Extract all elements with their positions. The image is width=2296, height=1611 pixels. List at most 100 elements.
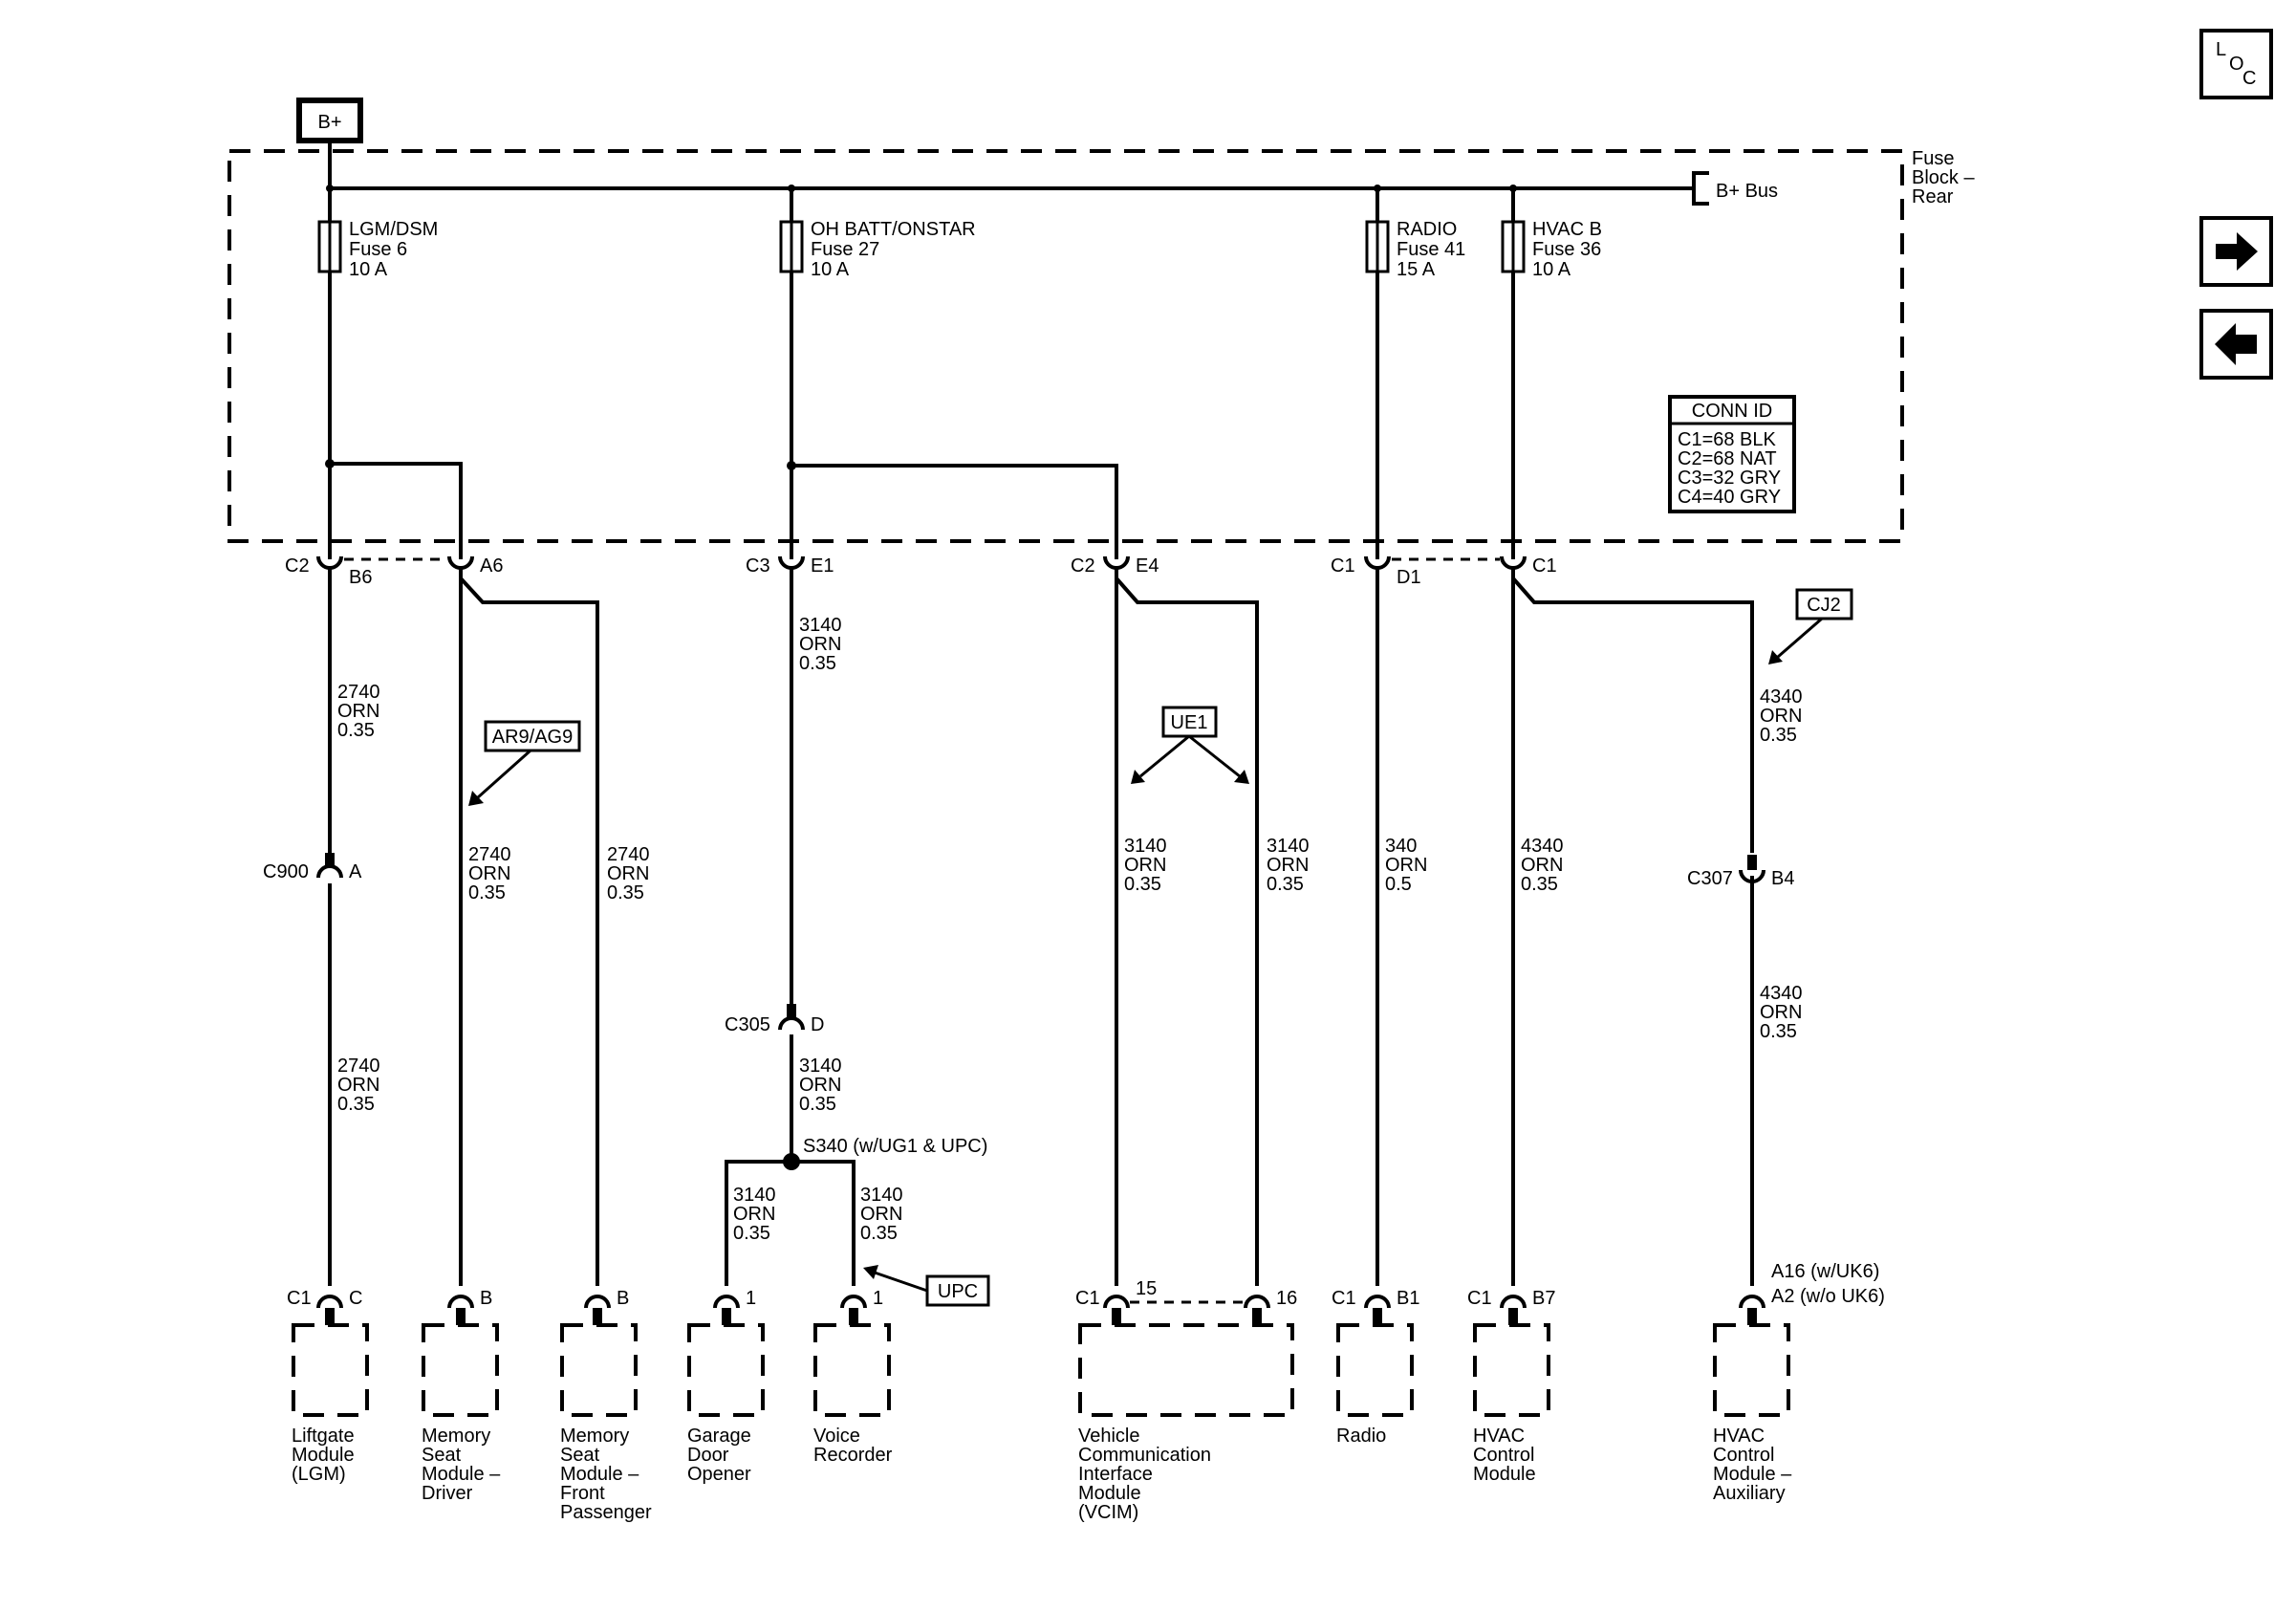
component-hvac-control-module-auxiliary: A16 (w/UK6) A2 (w/o UK6) HVAC Control Mo… <box>1713 1261 1885 1504</box>
svg-text:4340: 4340 <box>1760 983 1803 1004</box>
svg-text:3140: 3140 <box>1124 836 1167 857</box>
svg-text:ORN: ORN <box>860 1204 902 1225</box>
svg-text:Door: Door <box>687 1445 729 1466</box>
svg-text:C1: C1 <box>1467 1288 1492 1309</box>
loc-button[interactable]: L O C <box>2199 29 2273 99</box>
svg-text:ORN: ORN <box>337 701 379 722</box>
component-memory-seat-passenger: B Memory Seat Module – Front Passenger <box>560 1288 652 1523</box>
loc-letter-c: C <box>2242 68 2256 89</box>
wire-label: 3140 ORN 0.35 <box>860 1185 903 1244</box>
svg-text:Fuse 6: Fuse 6 <box>349 239 407 260</box>
svg-text:4340: 4340 <box>1521 836 1564 857</box>
option-tag-ar9-ag9: AR9/AG9 <box>468 720 581 806</box>
svg-text:Module: Module <box>1473 1464 1536 1485</box>
svg-text:E4: E4 <box>1136 555 1159 577</box>
loc-letter-o: O <box>2229 54 2244 75</box>
svg-text:ORN: ORN <box>607 863 649 884</box>
svg-text:Opener: Opener <box>687 1464 751 1485</box>
option-tag-cj2: CJ2 <box>1768 588 1853 664</box>
wire-label: 2740 ORN 0.35 <box>337 682 380 741</box>
svg-text:3140: 3140 <box>860 1185 903 1206</box>
b-plus-supply: B+ <box>296 98 363 143</box>
svg-text:C2: C2 <box>285 555 310 577</box>
fuse-lgm-dsm: LGM/DSM Fuse 6 10 A <box>317 188 438 559</box>
svg-text:Front: Front <box>560 1483 605 1504</box>
previous-page-button[interactable] <box>2199 309 2273 380</box>
conn-id-table: CONN ID C1=68 BLK C2=68 NAT C3=32 GRY C4… <box>1668 395 1796 513</box>
svg-text:1: 1 <box>746 1288 756 1309</box>
svg-text:Memory: Memory <box>422 1426 490 1447</box>
svg-text:(VCIM): (VCIM) <box>1078 1502 1138 1523</box>
svg-text:3140: 3140 <box>799 1056 842 1077</box>
wire-label: 4340 ORN 0.35 <box>1760 686 1803 746</box>
svg-text:0.35: 0.35 <box>860 1223 898 1244</box>
svg-text:Liftgate: Liftgate <box>292 1426 355 1447</box>
svg-text:15: 15 <box>1136 1278 1157 1299</box>
svg-text:ORN: ORN <box>337 1075 379 1096</box>
svg-text:B1: B1 <box>1397 1288 1419 1309</box>
svg-text:Module –: Module – <box>1713 1464 1792 1485</box>
wire-label: 2740 ORN 0.35 <box>607 844 650 903</box>
svg-text:ORN: ORN <box>799 1075 841 1096</box>
splice-s340-label: S340 (w/UG1 & UPC) <box>803 1136 987 1157</box>
svg-text:C1: C1 <box>1331 555 1355 577</box>
svg-text:10 A: 10 A <box>811 259 850 280</box>
svg-text:Recorder: Recorder <box>813 1445 893 1466</box>
svg-text:A16 (w/UK6): A16 (w/UK6) <box>1771 1261 1879 1282</box>
svg-text:B+: B+ <box>317 112 341 133</box>
svg-text:CJ2: CJ2 <box>1807 595 1841 616</box>
svg-text:3140: 3140 <box>799 615 842 636</box>
svg-text:2740: 2740 <box>607 844 650 865</box>
wire-label: 3140 ORN 0.35 <box>733 1185 776 1244</box>
svg-text:0.35: 0.35 <box>1760 1021 1797 1042</box>
svg-text:C307: C307 <box>1687 868 1733 889</box>
svg-text:Memory: Memory <box>560 1426 629 1447</box>
svg-text:A6: A6 <box>480 555 503 577</box>
svg-text:340: 340 <box>1385 836 1417 857</box>
svg-text:Module –: Module – <box>422 1464 501 1485</box>
svg-text:UPC: UPC <box>938 1281 978 1302</box>
svg-text:Fuse 41: Fuse 41 <box>1397 239 1465 260</box>
fuse-block-label: Fuse Block – Rear <box>1912 148 1975 207</box>
svg-text:A2 (w/o UK6): A2 (w/o UK6) <box>1771 1286 1885 1307</box>
svg-text:C3: C3 <box>746 555 770 577</box>
component-hvac-control-module: C1 B7 HVAC Control Module <box>1467 1288 1555 1485</box>
svg-text:0.35: 0.35 <box>1521 874 1558 895</box>
next-page-button[interactable] <box>2199 216 2273 287</box>
svg-text:Driver: Driver <box>422 1483 473 1504</box>
svg-text:Module –: Module – <box>560 1464 639 1485</box>
svg-text:Rear: Rear <box>1912 186 1954 207</box>
svg-text:0.35: 0.35 <box>799 653 836 674</box>
svg-text:Module: Module <box>1078 1483 1141 1504</box>
svg-text:0.35: 0.35 <box>337 720 375 741</box>
svg-text:15 A: 15 A <box>1397 259 1436 280</box>
option-tag-upc: UPC <box>863 1265 990 1307</box>
svg-text:B4: B4 <box>1771 868 1794 889</box>
bus-label: B+ Bus <box>1716 181 1778 202</box>
component-voice-recorder: 1 Voice Recorder <box>813 1288 893 1466</box>
component-garage-door-opener: 1 Garage Door Opener <box>687 1288 765 1485</box>
wire-label: 4340 ORN 0.35 <box>1760 983 1803 1042</box>
svg-text:B7: B7 <box>1532 1288 1555 1309</box>
svg-text:C900: C900 <box>263 861 309 882</box>
svg-text:Fuse: Fuse <box>1912 148 1954 169</box>
fuse-block-outline <box>227 149 1904 543</box>
svg-text:0.5: 0.5 <box>1385 874 1412 895</box>
svg-text:2740: 2740 <box>337 1056 380 1077</box>
svg-text:HVAC: HVAC <box>1713 1426 1765 1447</box>
svg-text:ORN: ORN <box>799 634 841 655</box>
svg-text:LGM/DSM: LGM/DSM <box>349 219 438 240</box>
wire-label: 3140 ORN 0.35 <box>1267 836 1310 895</box>
svg-text:ORN: ORN <box>1760 706 1802 727</box>
fuse-radio: RADIO Fuse 41 15 A <box>1365 188 1465 559</box>
svg-text:Radio: Radio <box>1336 1426 1386 1447</box>
option-tag-ue1: UE1 <box>1131 706 1249 784</box>
svg-text:Auxiliary: Auxiliary <box>1713 1483 1786 1504</box>
svg-text:1: 1 <box>873 1288 883 1309</box>
svg-text:2740: 2740 <box>468 844 511 865</box>
svg-text:3140: 3140 <box>733 1185 776 1206</box>
svg-text:C1: C1 <box>1332 1288 1356 1309</box>
connector-a6: A6 <box>447 555 503 577</box>
svg-text:4340: 4340 <box>1760 686 1803 708</box>
